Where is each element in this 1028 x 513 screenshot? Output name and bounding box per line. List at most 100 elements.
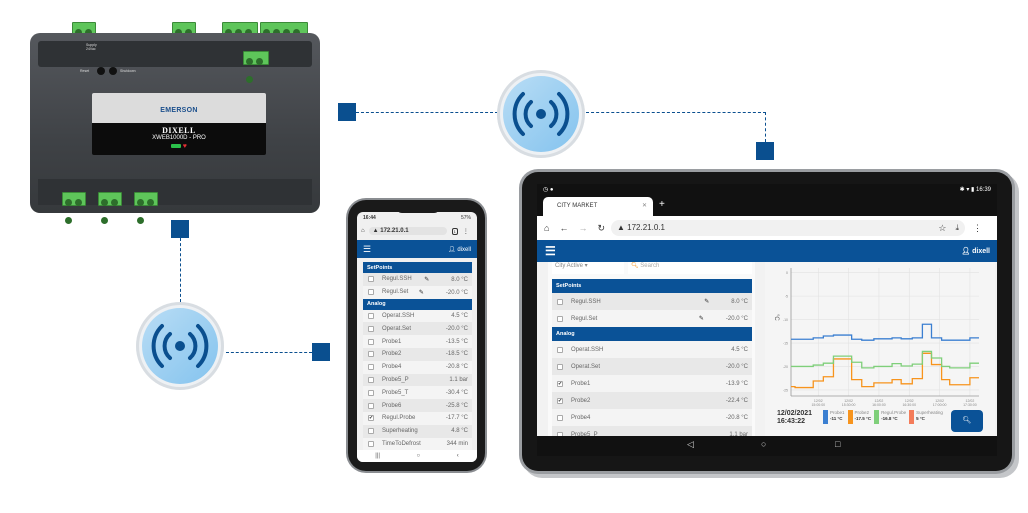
list-item[interactable]: Probe1-13.5 °C [363, 335, 472, 348]
recents-icon[interactable]: ||| [375, 453, 380, 459]
checkbox[interactable]: ✔ [557, 397, 563, 404]
section-header: SetPoints [552, 279, 752, 293]
bookmark-star-icon[interactable]: ☆ [938, 223, 947, 233]
x-tick-date: 12/02 [844, 399, 853, 403]
list-item[interactable]: ✔Probe2-22.4 °C [552, 392, 752, 409]
list-item[interactable]: Operat.Set-20.0 °C [363, 322, 472, 336]
checkbox[interactable] [557, 298, 563, 305]
checkbox[interactable] [557, 346, 563, 353]
forward-arrow-icon[interactable]: → [578, 223, 588, 233]
list-item[interactable]: Probe5_T-30.4 °C [363, 386, 472, 400]
list-item[interactable]: Regul.SSH✎8.0 °C [552, 293, 752, 310]
list-item[interactable]: Probe2-18.5 °C [363, 348, 472, 361]
variable-name: Superheating [382, 428, 418, 435]
new-tab-button[interactable]: + [659, 199, 665, 210]
checkbox[interactable] [368, 276, 374, 283]
back-icon[interactable]: ‹ [456, 453, 459, 459]
checkbox[interactable] [368, 312, 374, 319]
checkbox[interactable] [368, 364, 374, 371]
reset-button[interactable] [97, 67, 105, 75]
checkbox[interactable] [557, 363, 563, 370]
search-input[interactable]: Search [640, 263, 660, 269]
checkbox[interactable] [557, 414, 563, 421]
filter-select[interactable]: City Active [555, 263, 584, 269]
list-item[interactable]: ✔Probe1-13.9 °C [552, 375, 752, 392]
edit-pencil-icon[interactable]: ✎ [424, 276, 430, 283]
home-icon[interactable]: ⌂ [361, 228, 365, 234]
hamburger-icon[interactable]: ☰ [545, 244, 556, 258]
checkbox[interactable] [368, 428, 374, 435]
legend-item[interactable]: Probe2-17.5 °C [847, 410, 871, 424]
home-nav-icon[interactable]: ○ [761, 439, 767, 449]
variable-value: -20.0 °C [725, 363, 748, 370]
edit-pencil-icon[interactable]: ✎ [418, 289, 424, 296]
variable-name: TimeToDefrost [382, 440, 421, 447]
series-line-regul-probe [791, 350, 979, 369]
list-item[interactable]: ✔Regul.Probe-17.7 °C [363, 412, 472, 425]
checkbox[interactable] [368, 289, 374, 296]
legend-swatch [909, 410, 915, 424]
list-item[interactable]: Regul.SSH✎8.0 °C [363, 273, 472, 286]
list-item[interactable]: Probe4-20.8 °C [363, 360, 472, 374]
checkbox[interactable] [368, 338, 374, 345]
checkbox[interactable] [368, 376, 374, 383]
browser-tab[interactable]: CITY MARKET✕ [543, 197, 653, 217]
checkbox[interactable] [368, 389, 374, 396]
edit-pencil-icon[interactable]: ✎ [698, 316, 704, 322]
tabs-icon[interactable]: 1 [451, 227, 458, 235]
back-arrow-icon[interactable]: ← [559, 223, 569, 233]
menu-icon[interactable]: ⋮ [972, 222, 982, 233]
url-bar[interactable]: ▲ 172.21.0.1 [368, 227, 447, 235]
checkbox[interactable]: ✔ [368, 415, 374, 422]
download-icon[interactable]: ⤓ [955, 223, 959, 232]
checkbox[interactable]: ✔ [557, 380, 563, 387]
home-icon[interactable]: ⌂ [544, 223, 550, 233]
variable-value: -25.8 °C [445, 402, 468, 409]
legend-item[interactable]: Probe1-11 °C [823, 410, 845, 424]
user-icon: 👤︎ [448, 246, 456, 253]
list-item[interactable]: Regul.Set✎-20.0 °C [552, 310, 752, 327]
recents-icon[interactable]: □ [835, 439, 841, 449]
user-icon: 👤︎ [961, 248, 971, 255]
zoom-search-button[interactable]: 🔍︎ [951, 410, 983, 432]
edit-pencil-icon[interactable]: ✎ [704, 299, 710, 305]
checkbox[interactable] [557, 315, 563, 322]
wireless-badge [136, 302, 224, 390]
list-item[interactable]: Regul.Set✎-20.0 °C [363, 285, 472, 299]
legend-value: -16.8 °C [881, 416, 898, 421]
checkbox[interactable] [368, 402, 374, 409]
checkbox[interactable] [368, 325, 374, 332]
variable-value: -30.4 °C [445, 389, 468, 396]
variable-name: Operat.Set [571, 363, 601, 370]
legend-item[interactable]: Regul.Probe-16.8 °C [874, 410, 906, 424]
warning-icon: ▲ [616, 223, 628, 232]
hamburger-icon[interactable]: ☰ [363, 243, 372, 254]
list-item[interactable]: Probe4-20.8 °C [552, 409, 752, 426]
close-tab-icon[interactable]: ✕ [641, 203, 647, 209]
menu-icon[interactable]: ⋮ [462, 228, 469, 235]
x-tick-date: 12/02 [966, 399, 975, 403]
list-item[interactable]: Operat.Set -20.0 °C [552, 358, 752, 375]
back-icon[interactable]: ◁ [687, 439, 694, 449]
connection-line [180, 238, 181, 302]
checkbox[interactable] [368, 351, 374, 358]
x-tick-date: 12/02 [814, 399, 823, 403]
legend-swatch [823, 410, 828, 424]
checkbox[interactable] [368, 440, 374, 447]
reload-icon[interactable]: ↻ [597, 222, 605, 233]
x-tick-time: 16:00:00 [872, 403, 886, 407]
variable-name: Probe1 [571, 380, 591, 387]
variable-name: Operat.Set [382, 325, 412, 332]
shutdown-button[interactable] [109, 67, 117, 75]
url-bar[interactable]: ▲ 172.21.0.1 ☆⤓ [610, 220, 965, 236]
home-nav-icon[interactable]: ○ [416, 453, 421, 459]
list-item[interactable]: Probe6-25.8 °C [363, 399, 472, 412]
